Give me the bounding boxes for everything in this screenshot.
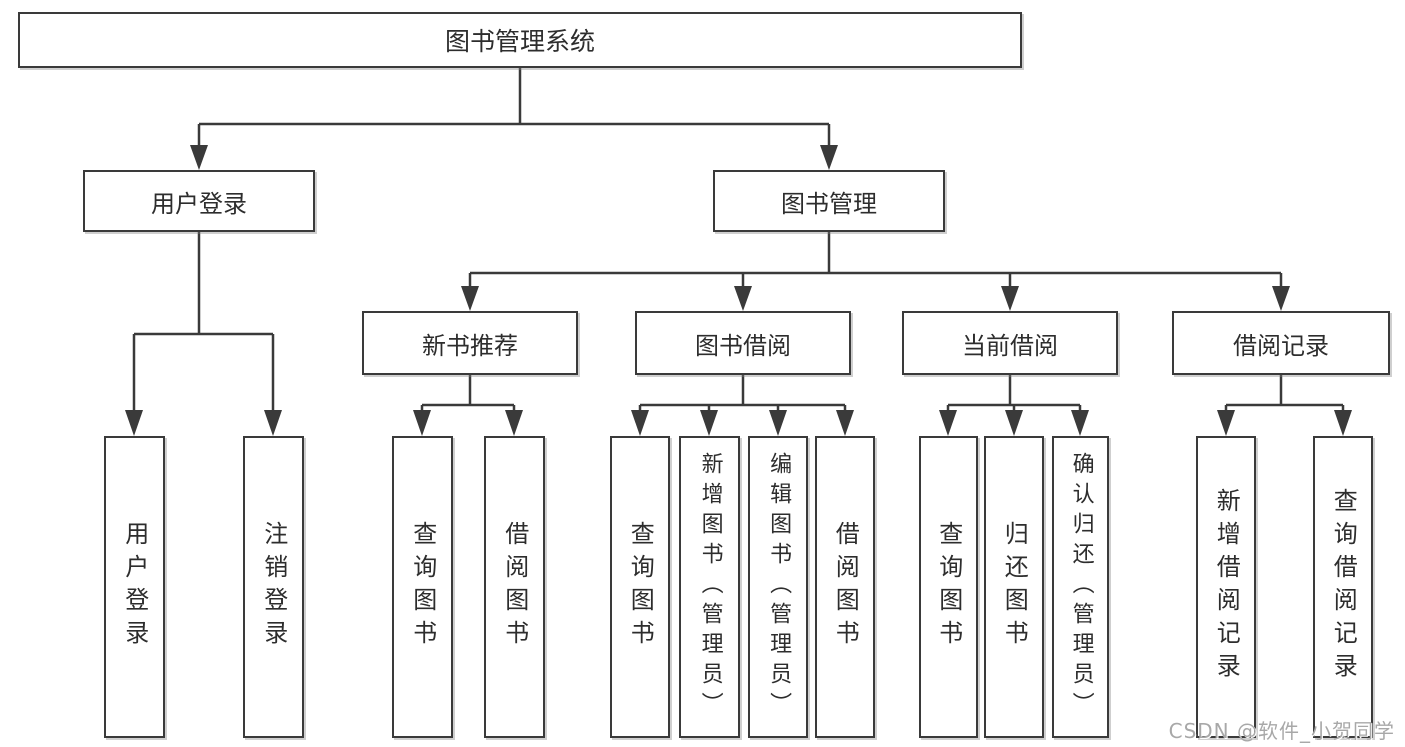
node-user-login-label: 用户登录 [151, 189, 247, 218]
leaf-borrow-book-label: 借阅图书 [831, 521, 860, 653]
node-root-label: 图书管理系统 [444, 27, 595, 56]
arrowhead-icon [769, 410, 787, 436]
leaf-query-book-current-label: 查询图书 [934, 521, 963, 653]
leaf-query-book-recommend: 查询图书 [392, 436, 453, 738]
arrowhead-icon [700, 410, 718, 436]
leaf-query-book-current: 查询图书 [919, 436, 978, 738]
node-book-management-label: 图书管理 [781, 189, 877, 218]
leaf-confirm-return-admin: 确认归还（管理员） [1052, 436, 1109, 738]
arrowhead-icon [1005, 410, 1023, 436]
leaf-query-borrow-record-label: 查询借阅记录 [1329, 488, 1358, 686]
leaf-query-book-borrow-label: 查询图书 [626, 521, 655, 653]
leaf-return-book: 归还图书 [984, 436, 1044, 738]
arrowhead-icon [264, 410, 282, 436]
leaf-query-book-borrow: 查询图书 [610, 436, 670, 738]
arrowhead-icon [939, 410, 957, 436]
leaf-confirm-return-admin-label: 确认归还（管理员） [1068, 452, 1094, 722]
arrowhead-icon [1071, 410, 1089, 436]
leaf-borrow-book: 借阅图书 [815, 436, 875, 738]
arrowhead-icon [820, 145, 838, 170]
leaf-logout-label: 注销登录 [259, 521, 288, 653]
node-borrow-records-label: 借阅记录 [1233, 331, 1329, 360]
connector-current-borrow-to-leaves [939, 375, 1089, 436]
node-root: 图书管理系统 [18, 12, 1022, 68]
connector-borrow-records-to-leaves [1217, 375, 1352, 436]
node-current-borrow-label: 当前借阅 [962, 331, 1058, 360]
arrowhead-icon [461, 286, 479, 311]
arrowhead-icon [1001, 286, 1019, 311]
leaf-borrow-book-recommend: 借阅图书 [484, 436, 545, 738]
leaf-user-login-label: 用户登录 [120, 521, 149, 653]
arrowhead-icon [1334, 410, 1352, 436]
arrowhead-icon [1272, 286, 1290, 311]
node-current-borrow: 当前借阅 [902, 311, 1118, 375]
connector-book-management-to-level3 [461, 232, 1290, 311]
node-new-book-recommend-label: 新书推荐 [422, 331, 518, 360]
connector-user-login-to-leaves [125, 232, 282, 436]
leaf-query-book-recommend-label: 查询图书 [408, 521, 437, 653]
leaf-add-borrow-record: 新增借阅记录 [1196, 436, 1256, 738]
leaf-add-borrow-record-label: 新增借阅记录 [1212, 488, 1241, 686]
connector-root-to-level2 [190, 68, 838, 170]
node-new-book-recommend: 新书推荐 [362, 311, 578, 375]
node-book-borrow-label: 图书借阅 [695, 331, 791, 360]
node-book-management: 图书管理 [713, 170, 945, 232]
arrowhead-icon [190, 145, 208, 170]
leaf-query-borrow-record: 查询借阅记录 [1313, 436, 1373, 738]
leaf-borrow-book-recommend-label: 借阅图书 [500, 521, 529, 653]
connector-book-borrow-to-leaves [631, 375, 854, 436]
arrowhead-icon [734, 286, 752, 311]
node-user-login: 用户登录 [83, 170, 315, 232]
leaf-edit-book-admin: 编辑图书（管理员） [748, 436, 808, 738]
leaf-add-book-admin: 新增图书（管理员） [679, 436, 740, 738]
arrowhead-icon [631, 410, 649, 436]
csdn-watermark: CSDN @软件_小贺同学 [1168, 719, 1395, 743]
arrowhead-icon [125, 410, 143, 436]
arrowhead-icon [413, 410, 431, 436]
arrowhead-icon [1217, 410, 1235, 436]
arrowhead-icon [836, 410, 854, 436]
arrowhead-icon [505, 410, 523, 436]
leaf-return-book-label: 归还图书 [1000, 521, 1029, 653]
leaf-add-book-admin-label: 新增图书（管理员） [697, 452, 723, 722]
leaf-user-login: 用户登录 [104, 436, 165, 738]
leaf-edit-book-admin-label: 编辑图书（管理员） [766, 452, 792, 722]
connector-new-book-recommend-to-leaves [413, 375, 523, 436]
leaf-logout: 注销登录 [243, 436, 304, 738]
node-borrow-records: 借阅记录 [1172, 311, 1390, 375]
node-book-borrow: 图书借阅 [635, 311, 851, 375]
